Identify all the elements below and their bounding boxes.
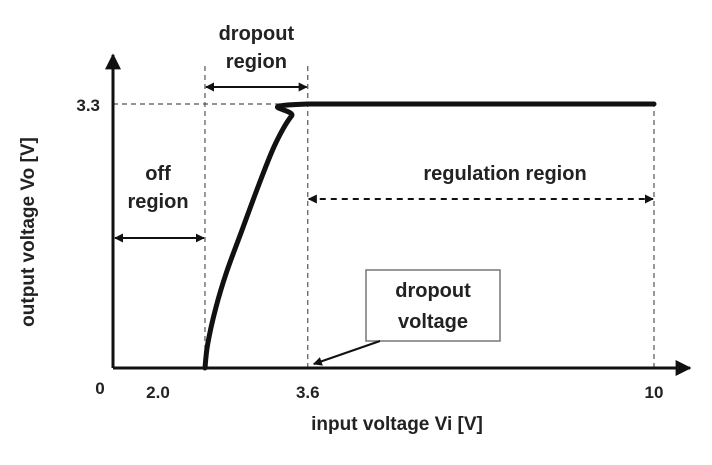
dropout-region-label: region [226,51,287,73]
x-tick-label: 3.6 [296,383,320,402]
x-tick-label: 0 [95,379,104,398]
dropout-voltage-pointer-arrow [312,340,381,366]
x-tick-label: 10 [645,383,664,402]
reference-lines [113,62,655,368]
x-tick-label: 2.0 [146,383,170,402]
off-region-label: off [145,163,171,185]
dropout-voltage-callout-box [365,269,501,342]
regulation-region-label: regulation region [423,163,586,185]
y-tick-label: 3.3 [76,96,100,115]
y-axis-label: output voltage Vo [V] [18,137,39,327]
dropout-region-label: dropout [219,23,295,45]
output-voltage-series-line [202,101,657,371]
dropout-voltage-label: dropout [395,280,471,302]
dropout-voltage-label: voltage [398,311,468,333]
off-region-label: region [127,191,188,213]
x-axis-label: input voltage Vi [V] [311,414,483,435]
